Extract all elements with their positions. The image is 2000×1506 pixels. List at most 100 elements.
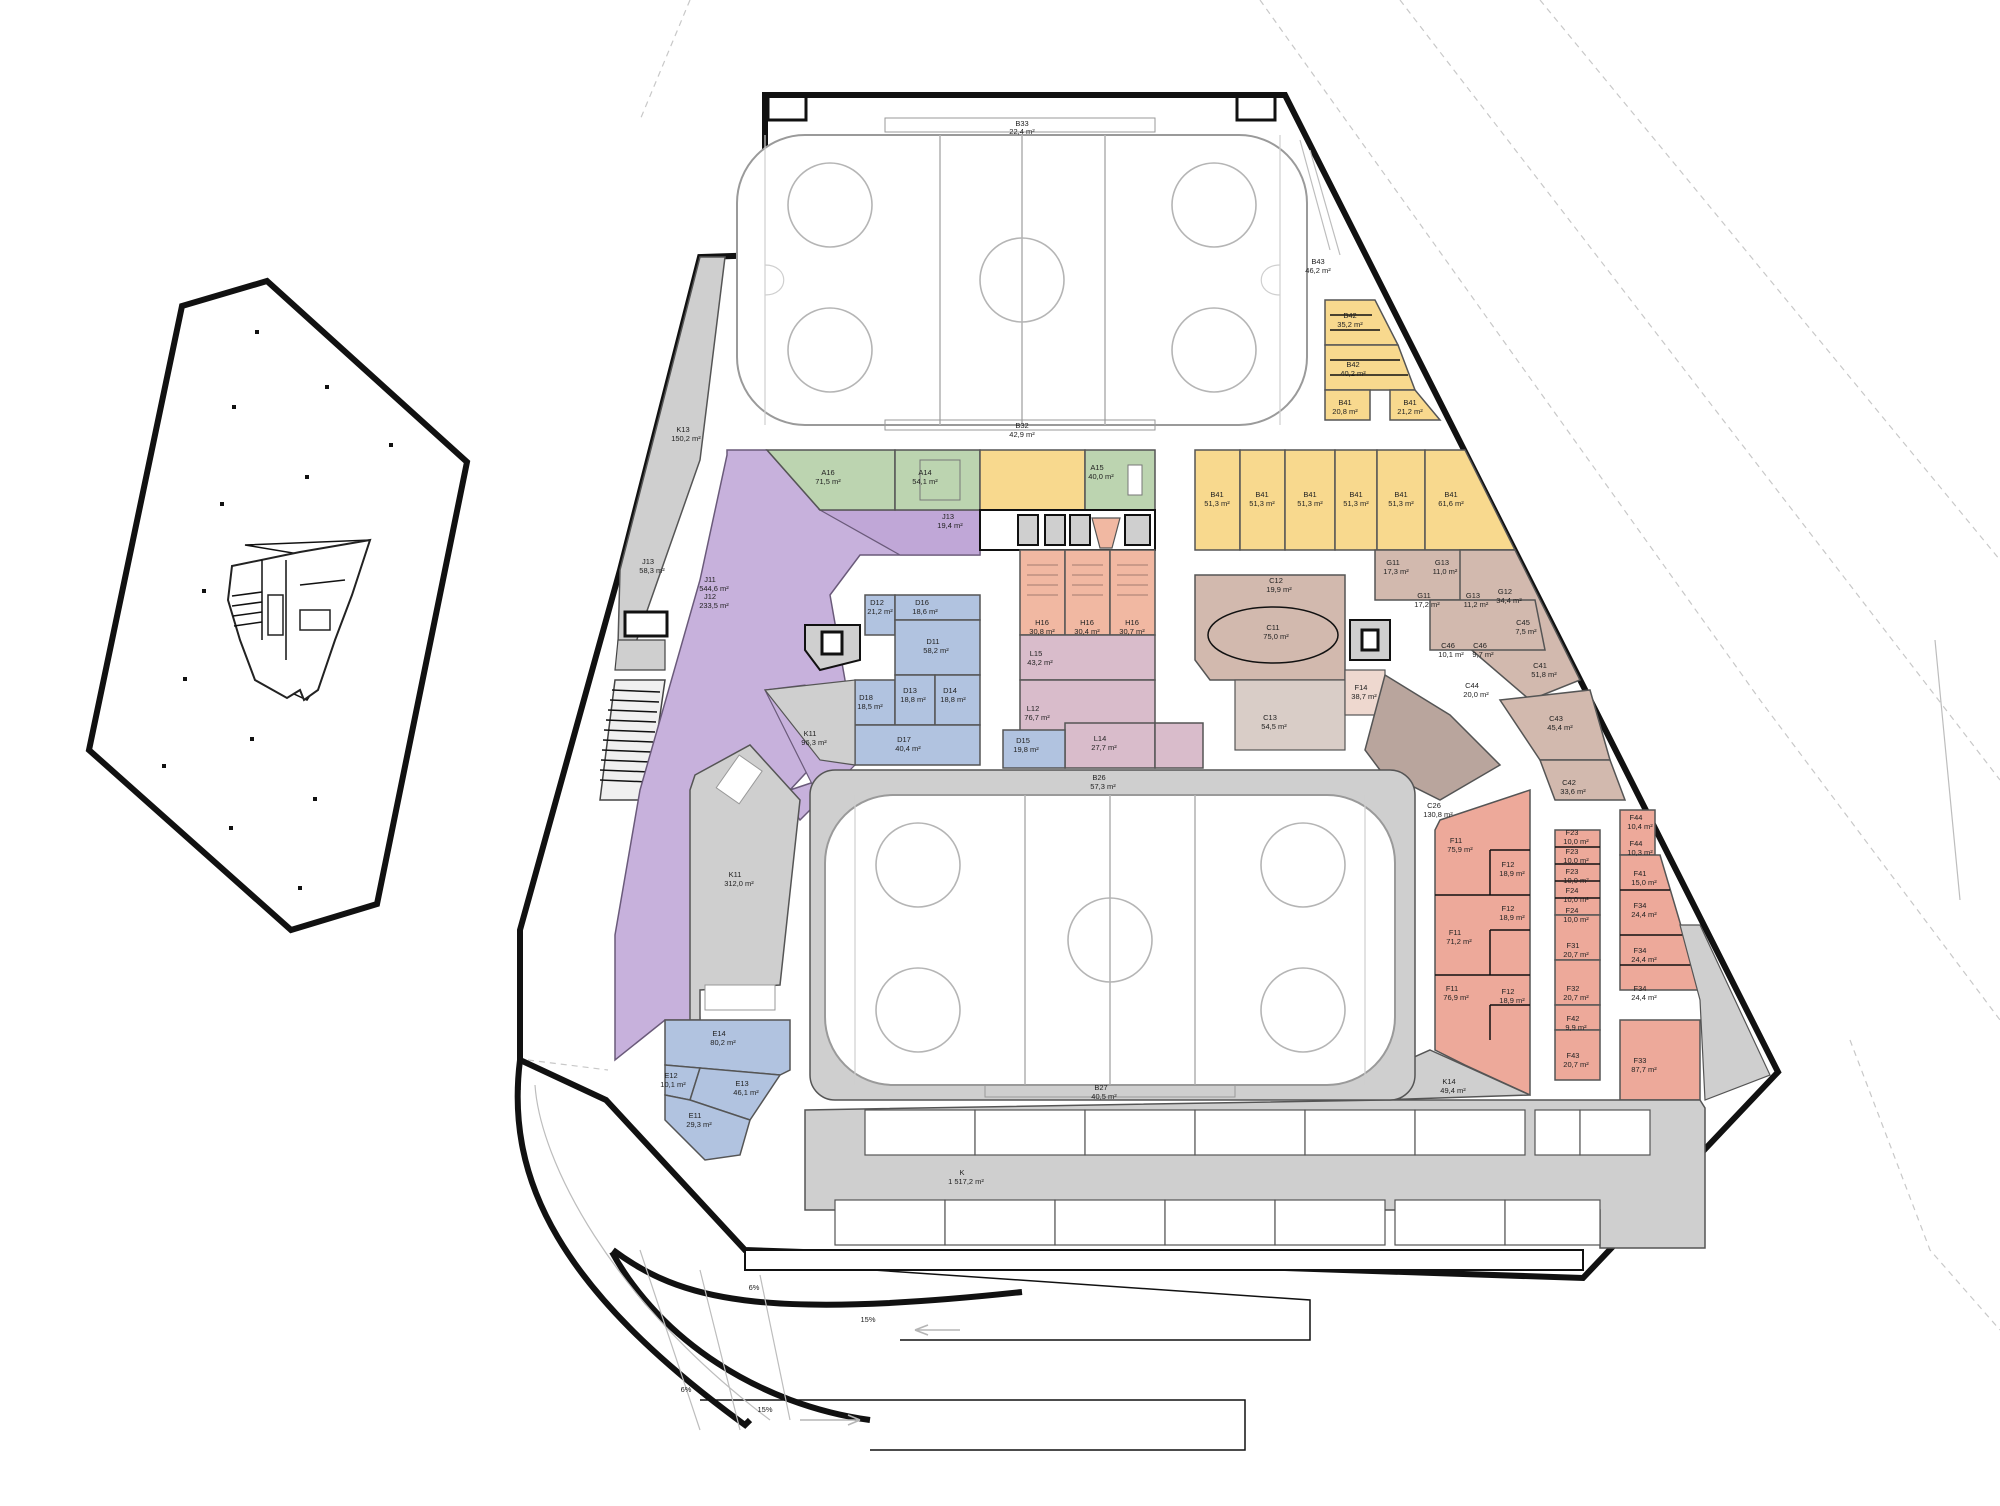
room-label: D11 xyxy=(926,637,939,646)
room-area: 51,3 m² xyxy=(1388,499,1414,508)
room-label: B32 xyxy=(1015,421,1028,430)
room-label: B33 xyxy=(1015,119,1028,128)
room-label: F11 xyxy=(1449,928,1461,937)
room-area: 51,3 m² xyxy=(1249,499,1275,508)
room-label: G12 xyxy=(1498,587,1512,596)
room-label: A14 xyxy=(918,468,931,477)
room-label: D13 xyxy=(903,686,917,695)
room-yellow-B xyxy=(979,449,1086,511)
room-label: B41 xyxy=(1303,490,1316,499)
room-D17 xyxy=(854,724,981,766)
room-area: 30,7 m² xyxy=(1119,627,1145,636)
room-area: 33,6 m² xyxy=(1560,787,1586,796)
room-area: 22,4 m² xyxy=(1009,127,1035,136)
room-area: 96,3 m² xyxy=(801,738,827,747)
room-label: H16 xyxy=(1035,618,1049,627)
room-area: 20,7 m² xyxy=(1563,993,1589,1002)
C-rooms xyxy=(1194,549,1627,801)
room-label: C12 xyxy=(1269,576,1283,585)
room-label: C11 xyxy=(1266,623,1279,632)
room-area: 45,4 m² xyxy=(1547,723,1573,732)
room-area: 87,7 m² xyxy=(1631,1065,1657,1074)
room-area: 17,3 m² xyxy=(1383,567,1409,576)
room-area: 15,0 m² xyxy=(1631,878,1657,887)
room-area: 21,2 m² xyxy=(867,607,893,616)
room-label: F24 xyxy=(1566,886,1579,895)
room-area: 18,8 m² xyxy=(900,695,926,704)
room-label: F34 xyxy=(1634,984,1647,993)
room-label: K14 xyxy=(1442,1077,1455,1086)
room-area: 24,4 m² xyxy=(1631,910,1657,919)
room-area: 71,2 m² xyxy=(1446,937,1472,946)
room-area: 51,3 m² xyxy=(1204,499,1230,508)
room-area: 57,3 m² xyxy=(1090,782,1116,791)
room-label: F34 xyxy=(1634,901,1647,910)
room-B41-5 xyxy=(1376,449,1426,551)
room-label: K11 xyxy=(729,870,742,879)
room-area: 18,9 m² xyxy=(1499,996,1525,1005)
room-label: C41 xyxy=(1533,661,1547,670)
room-label: E11 xyxy=(689,1111,702,1120)
room-label: C45 xyxy=(1516,618,1530,627)
room-label: C42 xyxy=(1562,778,1576,787)
room-D12 xyxy=(864,594,896,636)
room-B41-4 xyxy=(1334,449,1378,551)
room-area: 42,9 m² xyxy=(1009,430,1035,439)
D-rooms xyxy=(763,594,1066,769)
room-area: 1 517,2 m² xyxy=(948,1177,984,1186)
room-label: F12 xyxy=(1502,987,1515,996)
room-area: 10,0 m² xyxy=(1563,915,1589,924)
room-label: F23 xyxy=(1566,847,1579,856)
room-label: F41 xyxy=(1634,869,1647,878)
room-area: 20,8 m² xyxy=(1332,407,1358,416)
room-label: F43 xyxy=(1567,1051,1580,1060)
room-label: A16 xyxy=(821,468,834,477)
room-label: C46 xyxy=(1473,641,1487,650)
room-label: J12 xyxy=(704,592,716,601)
room-area: 21,2 m² xyxy=(1397,407,1423,416)
room-area: 312,0 m² xyxy=(724,879,754,888)
room-area: 40,4 m² xyxy=(895,744,921,753)
room-label: L14 xyxy=(1094,734,1107,743)
room-label: B26 xyxy=(1092,773,1105,782)
room-label: D17 xyxy=(897,735,911,744)
upper-ice-rink xyxy=(736,117,1308,431)
room-label: G13 xyxy=(1466,591,1480,600)
room-label: D16 xyxy=(915,598,929,607)
room-label: B41 xyxy=(1394,490,1407,499)
room-area: 19,4 m² xyxy=(937,521,963,530)
room-label: J13 xyxy=(942,512,954,521)
room-label: B41 xyxy=(1255,490,1268,499)
room-area: 24,4 m² xyxy=(1631,955,1657,964)
room-label: A15 xyxy=(1090,463,1103,472)
tower-building xyxy=(85,277,471,934)
room-label: F44 xyxy=(1630,813,1643,822)
room-label: F12 xyxy=(1502,860,1515,869)
room-label: H16 xyxy=(1080,618,1094,627)
room-label: B41 xyxy=(1444,490,1457,499)
room-area: 80,2 m² xyxy=(710,1038,736,1047)
ramps: 6% 15% 6% 15% xyxy=(534,1084,1311,1451)
room-area: 20,0 m² xyxy=(1463,690,1489,699)
B-rooms xyxy=(1194,299,1517,551)
room-label: K xyxy=(959,1168,964,1177)
room-label: C44 xyxy=(1465,681,1479,690)
storage-rows xyxy=(834,1109,1651,1246)
room-area: 9,9 m² xyxy=(1565,1023,1587,1032)
room-label: B41 xyxy=(1349,490,1362,499)
fixture xyxy=(704,984,776,1011)
room-area: 30,4 m² xyxy=(1074,627,1100,636)
H16-desks xyxy=(1027,564,1148,596)
room-label: F11 xyxy=(1446,984,1458,993)
room-label: F32 xyxy=(1567,984,1580,993)
room-area: 76,9 m² xyxy=(1443,993,1469,1002)
room-area: 18,9 m² xyxy=(1499,913,1525,922)
room-area: 20,7 m² xyxy=(1563,950,1589,959)
room-B41-small-1 xyxy=(1324,389,1371,421)
room-area: 27,7 m² xyxy=(1091,743,1117,752)
room-area: 18,9 m² xyxy=(1499,869,1525,878)
room-area: 233,5 m² xyxy=(699,601,729,610)
room-area: 40,5 m² xyxy=(1091,1092,1117,1101)
room-area: 18,5 m² xyxy=(857,702,883,711)
